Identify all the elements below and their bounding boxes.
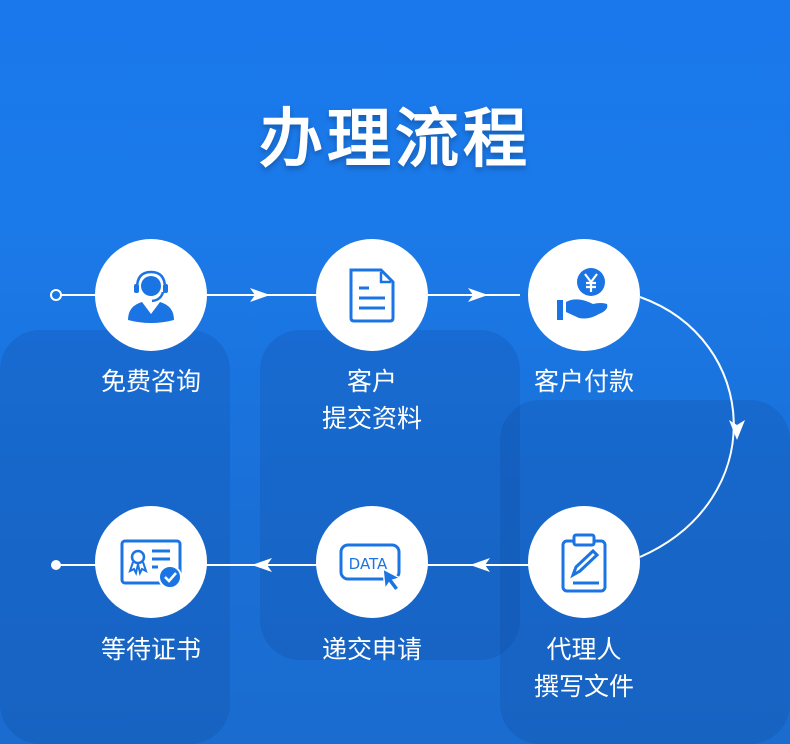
step-3-circle <box>528 239 640 351</box>
step-label-line: 免费咨询 <box>100 367 201 396</box>
step-label-line: 提交资料 <box>321 404 422 433</box>
clipboard-edit-icon <box>561 533 607 593</box>
arrow-right-icon <box>468 288 488 302</box>
arrow-left-icon <box>252 558 272 572</box>
data-click-icon: DATA <box>339 543 402 593</box>
step-4-label: 代理人撰写文件 <box>494 631 674 705</box>
end-dot <box>51 560 61 570</box>
yen-payment-hand-icon <box>557 268 608 320</box>
step-4-circle <box>528 506 640 618</box>
step-label-line: 代理人 <box>546 635 622 664</box>
step-label-line: 递交申请 <box>321 635 422 664</box>
arrow-right-icon <box>250 288 270 302</box>
certificate-check-icon <box>120 539 182 589</box>
arrow-left-icon <box>470 558 490 572</box>
step-label-line: 撰写文件 <box>533 672 634 701</box>
step-label-line: 等待证书 <box>100 635 201 664</box>
step-label-line: 客户付款 <box>533 367 634 396</box>
step-6-label: 等待证书 <box>61 631 241 668</box>
step-2-circle <box>316 239 428 351</box>
step-5-label: 递交申请 <box>282 631 462 668</box>
step-label-line: 客户 <box>346 367 397 396</box>
customer-service-headset-icon <box>128 270 174 323</box>
start-dot <box>50 289 62 301</box>
arrow-down-icon <box>729 420 745 440</box>
document-icon <box>349 268 395 323</box>
step-1-label: 免费咨询 <box>61 363 241 400</box>
page-title: 办理流程 <box>259 103 531 177</box>
step-2-label: 客户提交资料 <box>282 363 462 437</box>
step-6-circle <box>95 506 207 618</box>
step-5-circle: DATA <box>316 506 428 618</box>
step-1-circle <box>95 239 207 351</box>
data-icon-text: DATA <box>349 555 388 573</box>
step-3-label: 客户付款 <box>494 363 674 400</box>
curve-connector <box>639 296 735 558</box>
